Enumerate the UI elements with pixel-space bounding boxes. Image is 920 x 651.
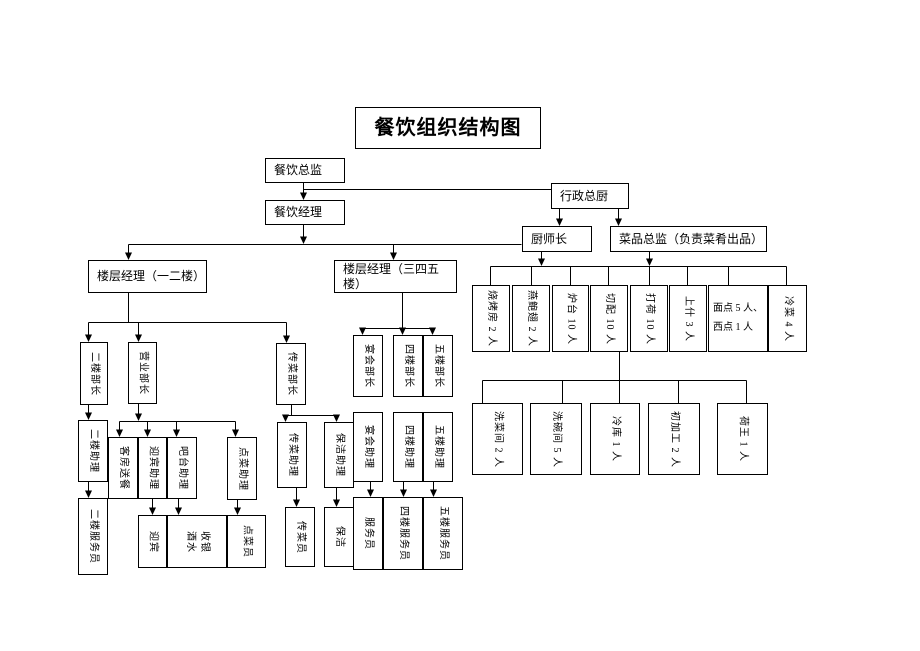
node-cleaner: 保洁 [324, 507, 354, 567]
node-banquet-captain: 宴会部长 [353, 335, 383, 397]
node-cashier-drinks: 收银 酒水 [167, 515, 227, 568]
node-food-runner: 传菜员 [285, 507, 315, 567]
node-order-taker: 点菜员 [227, 515, 266, 568]
node-4f-assistant: 四楼助理 [393, 412, 423, 482]
node-cold-storage: 冷库 1 人 [590, 403, 640, 475]
node-food-runner-captain: 传菜部长 [276, 343, 306, 405]
node-4f-waiter: 四楼服务员 [383, 497, 423, 570]
node-greeter: 迎宾 [138, 515, 167, 568]
node-cutting-station: 切配 10 人 [590, 285, 628, 352]
node-floor-manager-1-2: 楼层经理（一二楼） [88, 260, 207, 293]
node-dish-director: 菜品总监（负责菜肴出品） [610, 226, 767, 252]
node-hewang: 荷王 1 人 [717, 403, 768, 475]
node-floor-manager-3-4-5: 楼层经理（三四五楼） [334, 260, 457, 293]
node-banquet-assistant: 宴会助理 [353, 412, 383, 482]
node-stove-station: 炉台 10 人 [552, 285, 589, 352]
node-expediting-station: 打荷 10 人 [630, 285, 668, 352]
node-room-service: 客房送餐 [108, 437, 138, 499]
node-catering-manager: 餐饮经理 [265, 200, 345, 225]
chart-title: 餐饮组织结构图 [355, 107, 541, 149]
node-2f-captain: 二楼部长 [80, 342, 108, 405]
node-4f-captain: 四楼部长 [393, 335, 423, 397]
node-catering-director: 餐饮总监 [265, 158, 345, 183]
node-bar-assistant: 吧台助理 [167, 437, 197, 499]
node-food-runner-assistant: 传菜助理 [277, 422, 307, 488]
node-rough-prep: 初加工 2 人 [648, 403, 700, 475]
node-5f-assistant: 五楼助理 [423, 412, 453, 482]
node-5f-captain: 五楼部长 [423, 335, 453, 397]
node-business-captain: 营业部长 [128, 342, 157, 404]
node-greeter-assistant: 迎宾助理 [138, 437, 167, 499]
node-dishwashing-room: 洗碗间 5 人 [530, 403, 582, 475]
node-executive-chef: 行政总厨 [551, 183, 629, 209]
node-order-assistant: 点菜助理 [227, 437, 257, 500]
node-cold-dish-station: 冷菜 4 人 [768, 285, 807, 352]
node-steaming-station: 上什 3 人 [669, 285, 707, 352]
node-pastry-station: 面点 5 人、西点 1 人 [708, 285, 768, 352]
node-waiter: 服务员 [353, 497, 383, 570]
node-veg-washing-room: 洗菜间 2 人 [472, 403, 523, 475]
node-cleaning-assistant: 保洁助理 [324, 422, 354, 488]
node-bbq-room: 烧烤房 2 人 [472, 285, 510, 352]
node-delicacy-station: 燕鲍翅 2 人 [512, 285, 550, 352]
node-head-chef: 厨师长 [522, 226, 592, 252]
node-2f-waiter: 二楼服务员 [78, 498, 108, 575]
node-2f-assistant: 二楼助理 [78, 420, 108, 482]
node-5f-waiter: 五楼服务员 [423, 497, 463, 570]
